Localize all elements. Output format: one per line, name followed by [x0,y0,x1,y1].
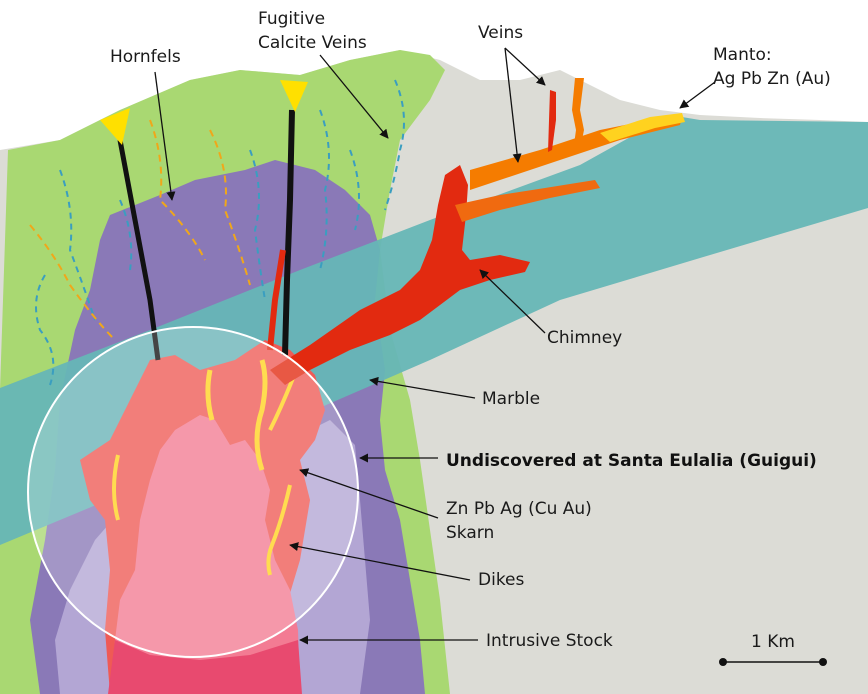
marble-label: Marble [482,389,540,409]
undiscovered-target-circle [28,327,358,657]
fugitive-label-line1: Fugitive [258,9,325,29]
undiscovered-label: Undiscovered at Santa Eulalia (Guigui) [446,451,817,471]
veins-label: Veins [478,23,523,43]
hornfels-label: Hornfels [110,47,181,67]
fugitive-label-line2: Calcite Veins [258,33,367,53]
intrusive-stock-label: Intrusive Stock [486,631,613,651]
manto-label-line1: Manto: [713,45,772,65]
skarn-label-line2: Skarn [446,523,494,543]
dikes-label: Dikes [478,570,525,590]
manto-label-line2: Ag Pb Zn (Au) [713,69,831,89]
chimney-label: Chimney [547,328,622,348]
scale-bar-label: 1 Km [751,632,795,652]
skarn-label-line1: Zn Pb Ag (Cu Au) [446,499,592,519]
